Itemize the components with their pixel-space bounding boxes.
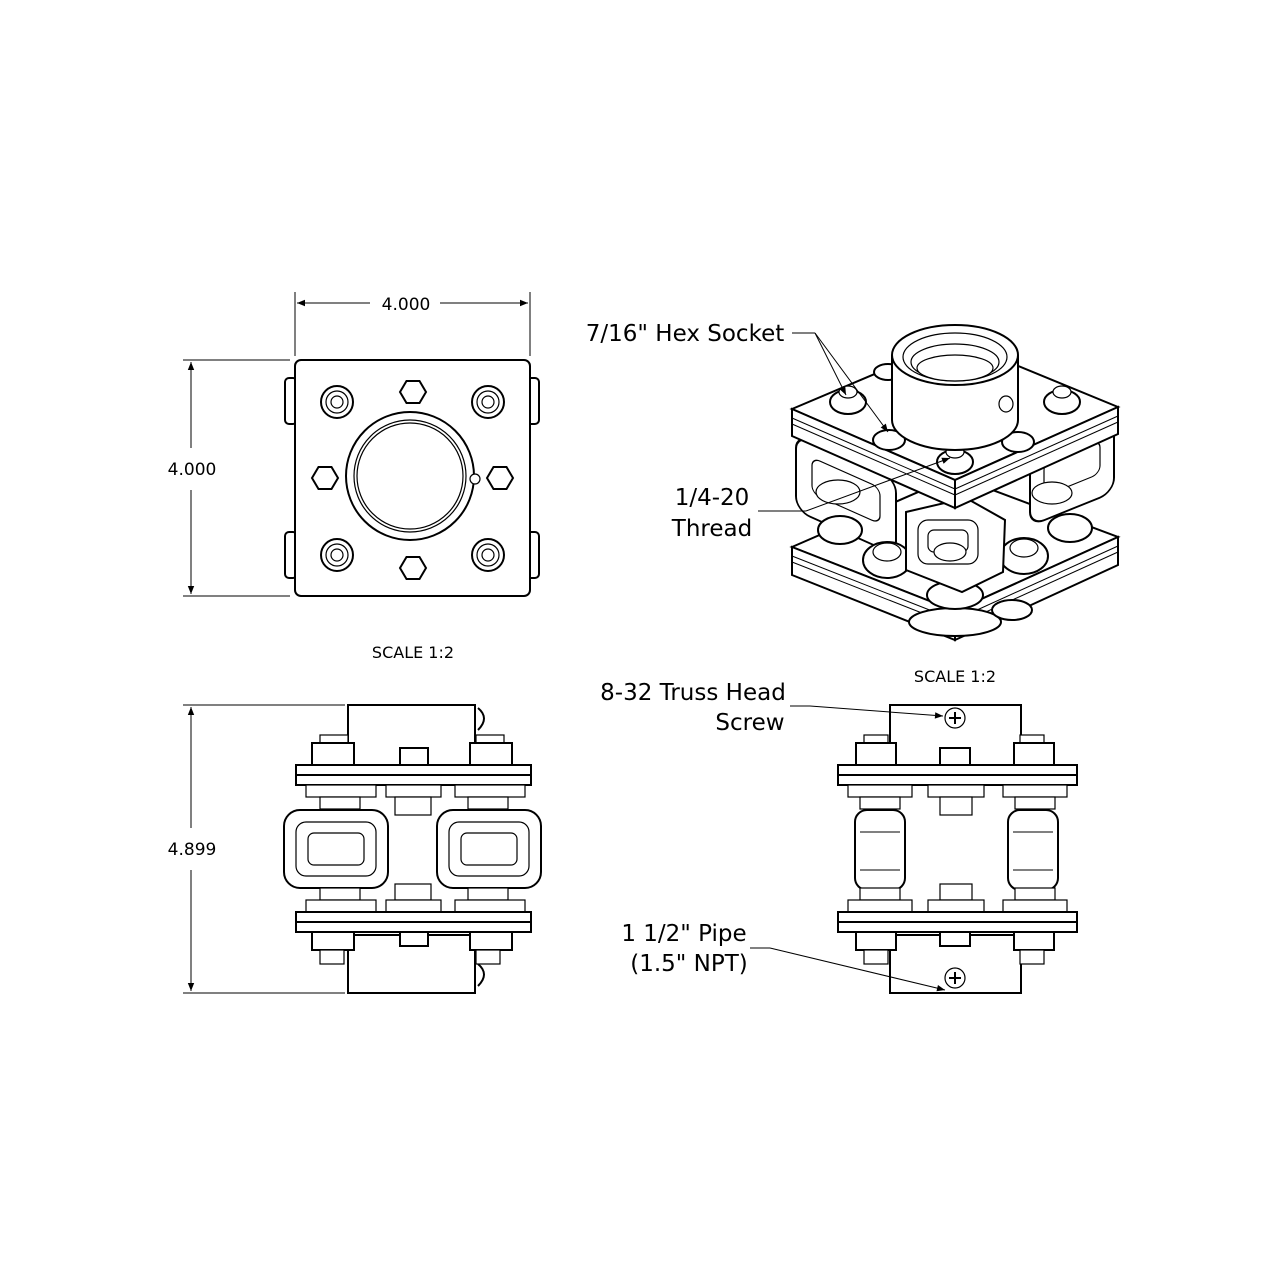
bolt-top-right (471, 385, 505, 419)
dim-top-height: 4.000 (168, 359, 290, 597)
scale-label-top: SCALE 1:2 (372, 643, 454, 662)
dim-label-top-height: 4.000 (168, 460, 217, 480)
callout-thread-line2: Thread (671, 516, 752, 542)
iso-lower-nuts (817, 513, 1093, 610)
callout-pipe-line1: 1 1/2" Pipe (621, 921, 746, 947)
dim-label-top-width: 4.000 (382, 295, 431, 315)
top-view (284, 359, 540, 597)
callout-truss-line2: Screw (715, 710, 784, 736)
dim-label-front-height: 4.899 (168, 840, 217, 860)
leader-thread (758, 457, 951, 512)
dim-top-width: 4.000 (294, 292, 531, 356)
iso-top-nuts (829, 363, 1081, 475)
leader-hex-socket (792, 332, 889, 433)
callout-thread-line1: 1/4-20 (675, 485, 750, 511)
iso-swivel-front (905, 496, 1007, 594)
callout-hex-socket: 7/16" Hex Socket (586, 321, 785, 347)
side-view (837, 704, 1078, 994)
callout-pipe-line2: (1.5" NPT) (630, 951, 748, 977)
side-swivel-left (854, 809, 906, 891)
front-swivel-left (283, 809, 389, 889)
dim-front-height: 4.899 (168, 704, 345, 994)
hex-nut-left (311, 466, 339, 490)
set-screw-top-view (469, 473, 481, 485)
bolt-bottom-right (471, 538, 505, 572)
scale-label-iso: SCALE 1:2 (914, 667, 996, 686)
hex-nut-right (486, 466, 514, 490)
hex-nut-top (399, 380, 427, 404)
leader-pipe (750, 947, 946, 992)
hex-nut-bottom (399, 556, 427, 580)
iso-pipe (891, 324, 1019, 451)
side-swivel-right (1007, 809, 1059, 891)
bolt-top-left (320, 385, 354, 419)
front-view (283, 704, 542, 994)
bolt-bottom-left (320, 538, 354, 572)
callout-truss-line1: 8-32 Truss Head (600, 680, 786, 706)
front-swivel-right (436, 809, 542, 889)
isometric-view (789, 324, 1121, 642)
leader-truss-screw (790, 705, 944, 719)
